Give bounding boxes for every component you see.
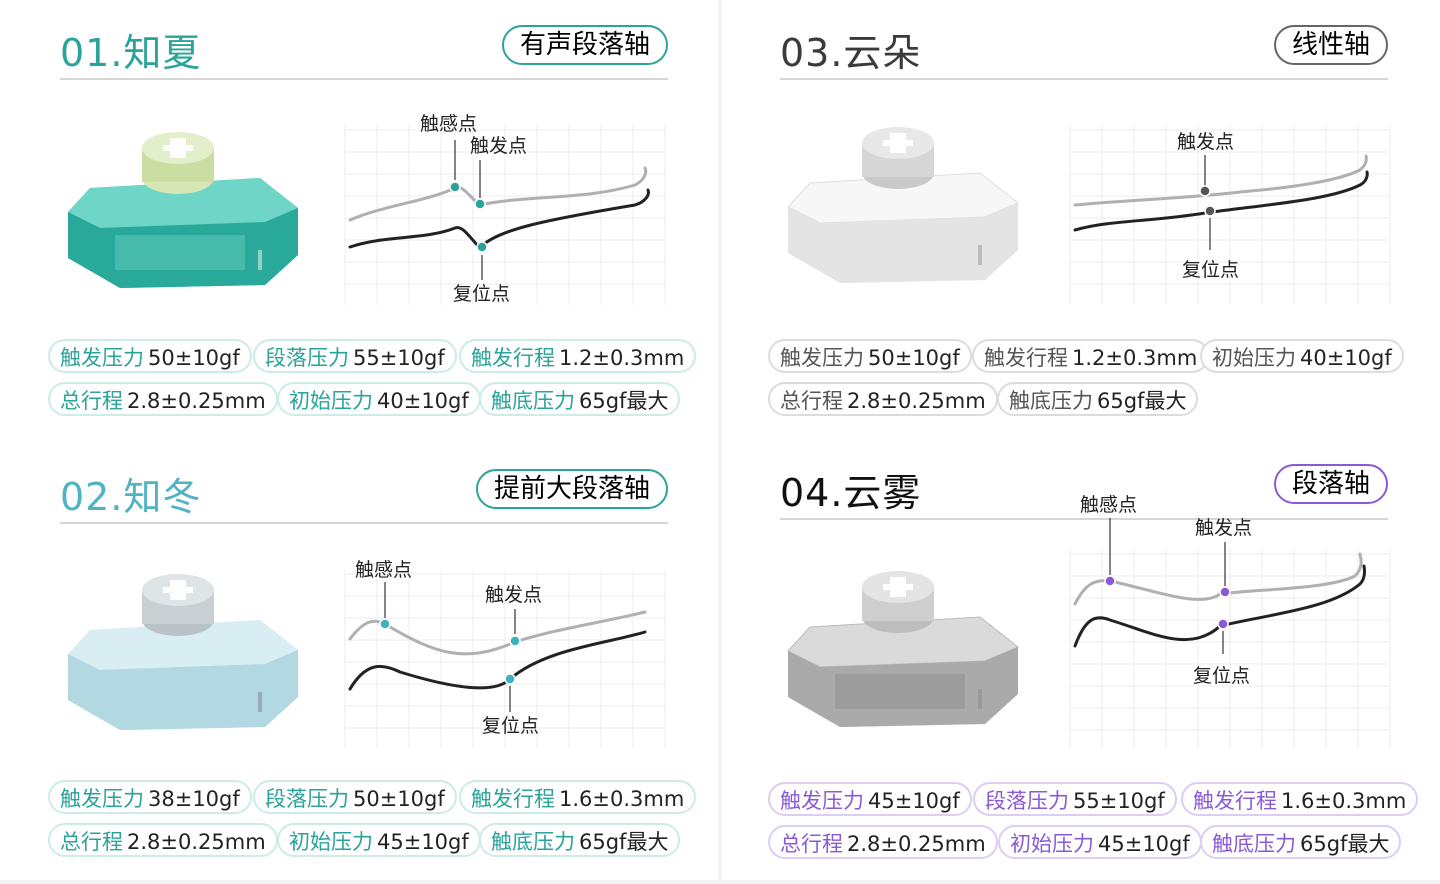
divider — [60, 78, 668, 80]
press-curve — [348, 610, 647, 656]
curve-label-tactile: 触感点 — [420, 113, 477, 135]
curve-point-tactile — [379, 618, 391, 630]
curve-point-reset — [1204, 205, 1216, 217]
press-curve — [1073, 552, 1363, 606]
switch-image — [787, 127, 1019, 283]
switch-type-badge: 段落轴 — [1273, 464, 1388, 504]
switch-type-badge: 线性轴 — [1273, 25, 1388, 65]
curve-label-reset: 复位点 — [1182, 259, 1239, 281]
curve-label-trigger: 触发点 — [1177, 131, 1234, 153]
curve-point-reset — [504, 673, 516, 685]
curve-label-trigger: 触发点 — [485, 584, 542, 606]
panel-title: 04.云雾 — [780, 471, 922, 515]
curve-label-reset: 复位点 — [1193, 665, 1250, 687]
panel-title: 01.知夏 — [60, 31, 202, 75]
curve-point-trigger — [1199, 185, 1211, 197]
curve-label-reset: 复位点 — [453, 283, 510, 305]
divider — [60, 522, 668, 524]
curve-point-reset — [476, 241, 488, 253]
curve-label-trigger: 触发点 — [470, 135, 527, 157]
release-curve — [348, 630, 647, 691]
switch-image — [68, 574, 298, 730]
panel-title: 02.知冬 — [60, 475, 202, 519]
switch-type-badge: 有声段落轴 — [501, 25, 668, 65]
divider — [780, 518, 1388, 520]
press-curve — [1073, 154, 1368, 207]
switch-image — [787, 571, 1019, 727]
curve-point-trigger — [509, 635, 521, 647]
curve-label-tactile: 触感点 — [1080, 494, 1137, 516]
curve-label-tactile: 触感点 — [355, 559, 412, 581]
curve-point-tactile — [1104, 575, 1116, 587]
curve-label-reset: 复位点 — [482, 715, 539, 737]
switch-type-badge: 提前大段落轴 — [475, 469, 668, 509]
curve-label-trigger: 触发点 — [1195, 517, 1252, 539]
curve-point-trigger — [1219, 586, 1231, 598]
curve-point-trigger — [474, 198, 486, 210]
release-curve — [1073, 564, 1366, 648]
release-curve — [348, 188, 650, 251]
divider — [780, 78, 1388, 80]
curve-point-reset — [1217, 618, 1229, 630]
panel-title: 03.云朵 — [780, 31, 922, 75]
switch-image — [68, 132, 298, 288]
release-curve — [1073, 170, 1369, 232]
curve-point-tactile — [449, 181, 461, 193]
